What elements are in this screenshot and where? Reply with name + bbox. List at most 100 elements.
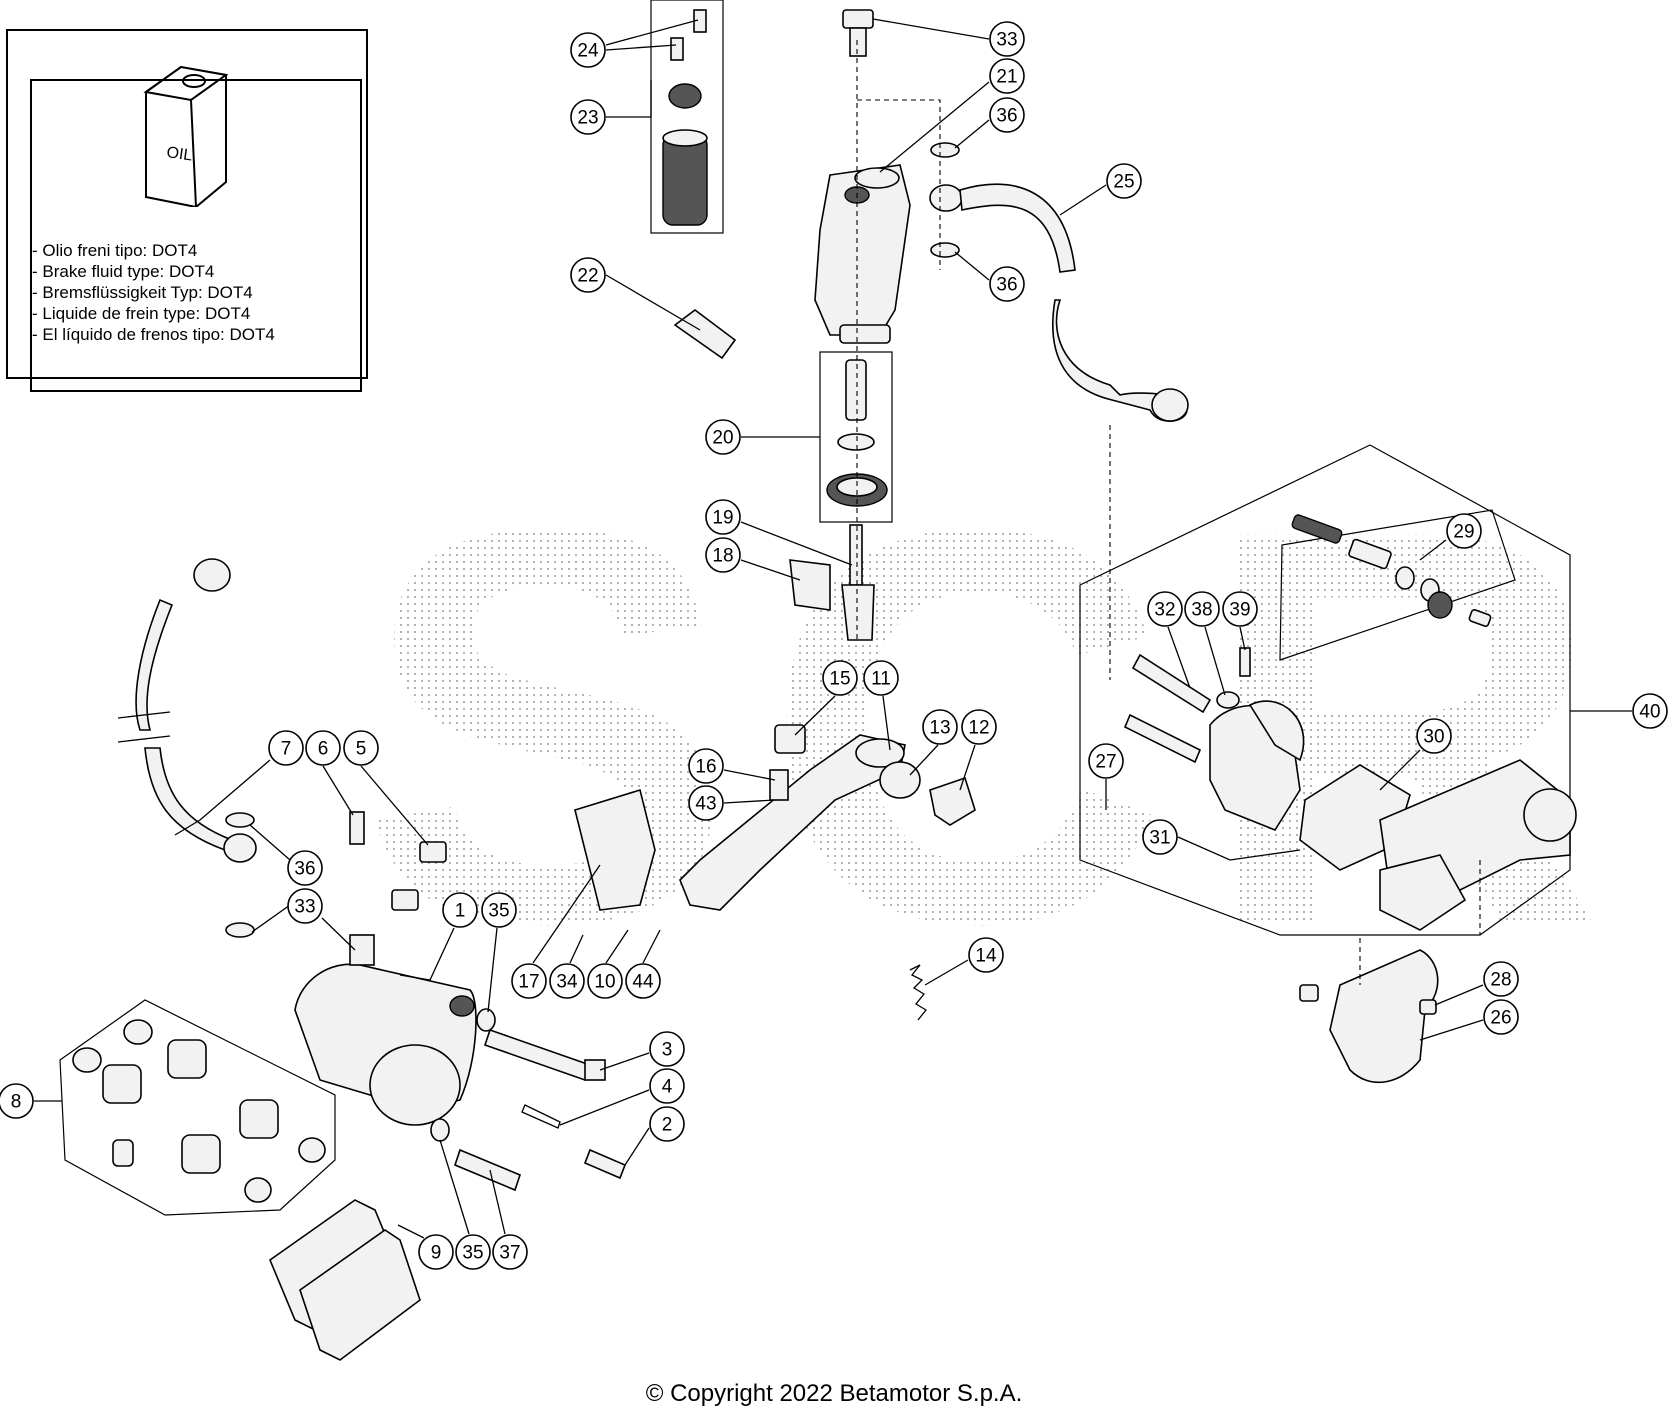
- callout-10: 10: [587, 963, 623, 999]
- callout-number: 7: [281, 739, 292, 760]
- callout-number: 8: [11, 1092, 22, 1113]
- callout-number: 36: [996, 275, 1017, 296]
- callout-number: 26: [1490, 1008, 1511, 1029]
- callout-15: 15: [822, 660, 858, 696]
- callout-31: 31: [1142, 819, 1178, 855]
- callout-circle: [705, 499, 741, 535]
- callout-circle: [570, 257, 606, 293]
- callout-circle: [1184, 591, 1220, 627]
- callout-circle: [649, 1068, 685, 1104]
- callout-circle: [649, 1106, 685, 1142]
- callout-number: 12: [968, 718, 989, 739]
- master-cylinder-group: [650, 0, 1189, 641]
- callout-39: 39: [1222, 591, 1258, 627]
- callout-30: 30: [1416, 718, 1452, 754]
- callout-34: 34: [549, 963, 585, 999]
- callout-24: 24: [570, 32, 606, 68]
- callout-circle: [1106, 163, 1142, 199]
- callout-29: 29: [1446, 513, 1482, 549]
- callout-circle: [688, 748, 724, 784]
- callout-number: 33: [996, 30, 1017, 51]
- callout-circle: [705, 419, 741, 455]
- callout-number: 3: [662, 1040, 673, 1061]
- fluid-line-it: - Olio freni tipo: DOT4: [32, 241, 198, 260]
- callout-number: 27: [1095, 752, 1116, 773]
- callout-27: 27: [1088, 743, 1124, 779]
- callout-number: 38: [1191, 600, 1212, 621]
- callout-number: 33: [294, 897, 315, 918]
- copyright-notice: © Copyright 2022 Betamotor S.p.A.: [645, 1380, 1023, 1407]
- callout-circle: [418, 1234, 454, 1270]
- callout-4: 4: [649, 1068, 685, 1104]
- callout-circle: [570, 99, 606, 135]
- callout-33: 33: [989, 21, 1025, 57]
- brake-caliper-group: [59, 558, 627, 1361]
- fluid-line-en: - Brake fluid type: DOT4: [32, 262, 215, 281]
- callout-circle: [989, 97, 1025, 133]
- callout-36: 36: [989, 97, 1025, 133]
- callout-circle: [570, 32, 606, 68]
- callout-circle: [1222, 591, 1258, 627]
- callout-circle: [649, 1031, 685, 1067]
- callout-number: 20: [712, 428, 733, 449]
- callout-circle: [989, 58, 1025, 94]
- callout-number: 14: [975, 946, 997, 967]
- callout-circle: [1632, 693, 1668, 729]
- callout-number: 13: [929, 718, 950, 739]
- callout-11: 11: [863, 660, 899, 696]
- callout-28: 28: [1483, 961, 1519, 997]
- callout-circle: [922, 709, 958, 745]
- callout-circle: [587, 963, 623, 999]
- callout-circle: [455, 1234, 491, 1270]
- callout-circle: [268, 730, 304, 766]
- callout-circle: [989, 21, 1025, 57]
- callout-number: 28: [1490, 970, 1511, 991]
- callout-number: 17: [518, 972, 539, 993]
- callout-circle: [343, 730, 379, 766]
- callout-number: 16: [695, 757, 716, 778]
- callout-40: 40: [1632, 693, 1668, 729]
- callout-circle: [442, 892, 478, 928]
- callout-circle: [511, 963, 547, 999]
- callout-circle: [625, 963, 661, 999]
- oil-can-label: OIL: [165, 144, 193, 164]
- leader-lines: [34, 18, 1632, 1239]
- fluid-legend-box: OIL: [6, 29, 368, 392]
- callout-16: 16: [688, 748, 724, 784]
- callout-25: 25: [1106, 163, 1142, 199]
- callout-number: 18: [712, 546, 733, 567]
- callout-2: 2: [649, 1106, 685, 1142]
- callout-circle: [1483, 999, 1519, 1035]
- callout-circle: [961, 709, 997, 745]
- callout-circle: [1088, 743, 1124, 779]
- callout-8: 8: [0, 1083, 34, 1119]
- callout-number: 29: [1453, 522, 1474, 543]
- callout-circle: [305, 730, 341, 766]
- callout-number: 40: [1639, 702, 1660, 723]
- fluid-line-de: - Bremsflüssigkeit Typ: DOT4: [32, 283, 253, 302]
- brake-pedal-group: [574, 724, 976, 1021]
- rear-master-cylinder-group: [1079, 425, 1577, 1084]
- callout-5: 5: [343, 730, 379, 766]
- callout-20: 20: [705, 419, 741, 455]
- callout-circle: [1142, 819, 1178, 855]
- callout-17: 17: [511, 963, 547, 999]
- callout-circle: [863, 660, 899, 696]
- callout-circle: [0, 1083, 34, 1119]
- callout-number: 43: [695, 794, 716, 815]
- callout-number: 37: [499, 1243, 520, 1264]
- callout-number: 2: [662, 1115, 673, 1136]
- callout-number: 32: [1154, 600, 1175, 621]
- callout-37: 37: [492, 1234, 528, 1270]
- callout-circle: [968, 937, 1004, 973]
- callout-number: 11: [871, 669, 891, 690]
- legend-inner-frame: [30, 79, 362, 392]
- callout-number: 30: [1423, 727, 1444, 748]
- callout-35: 35: [481, 892, 517, 928]
- callout-number: 39: [1229, 600, 1250, 621]
- fluid-line-fr: - Liquide de frein type: DOT4: [32, 304, 251, 323]
- callout-circle: [822, 660, 858, 696]
- callout-number: 35: [488, 901, 509, 922]
